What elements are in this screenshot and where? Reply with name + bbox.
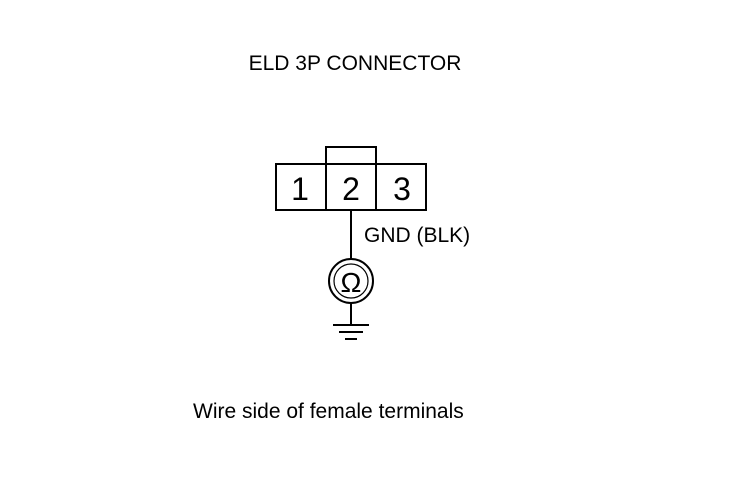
diagram-caption: Wire side of female terminals: [193, 400, 464, 423]
connector-housing: 1 2 3: [275, 163, 427, 211]
ohm-symbol: Ω: [341, 267, 362, 298]
pin-2-label: 2: [342, 171, 360, 207]
diagram-title: ELD 3P CONNECTOR: [249, 52, 462, 75]
ground-symbol-icon: [333, 324, 369, 340]
ohmmeter-icon: Ω: [328, 258, 374, 304]
pin-1-label: 1: [291, 171, 309, 207]
pin-3-label: 3: [393, 171, 411, 207]
wire-label: GND (BLK): [364, 224, 470, 247]
ohmmeter-inner-ring: [333, 263, 369, 299]
connector-lock-tab: [325, 146, 377, 164]
